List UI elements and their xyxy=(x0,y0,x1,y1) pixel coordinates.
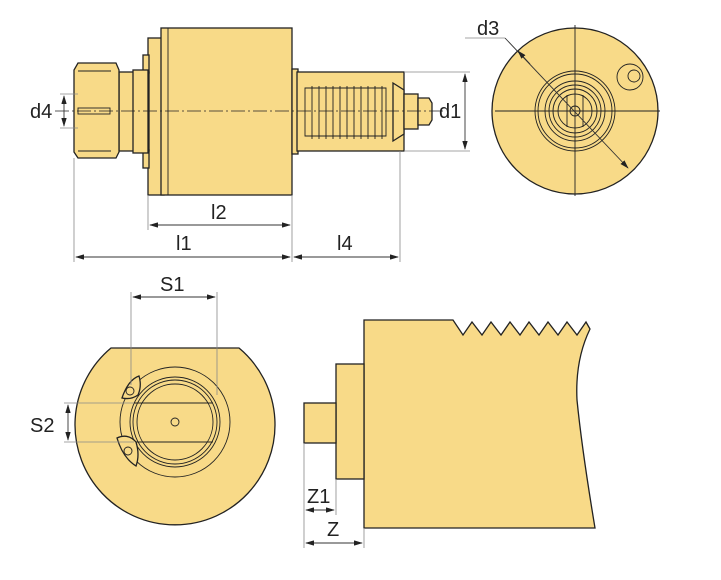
pilot xyxy=(403,93,419,130)
drive-detail-view: Z1 Z xyxy=(303,319,596,548)
drive-shaft xyxy=(296,71,405,152)
housing-body xyxy=(160,27,293,196)
label-l2: l2 xyxy=(211,202,227,224)
label-l4: l4 xyxy=(337,233,353,255)
label-d3: d3 xyxy=(477,18,499,40)
label-l1: l1 xyxy=(176,233,192,255)
collet-nut xyxy=(73,62,120,159)
end-view: S1 S2 xyxy=(30,274,276,526)
front-view: d3 xyxy=(465,18,660,196)
label-d4: d4 xyxy=(30,101,52,123)
side-view xyxy=(55,27,445,196)
label-d1: d1 xyxy=(439,101,461,123)
label-Z: Z xyxy=(327,519,339,541)
label-Z1: Z1 xyxy=(307,486,330,508)
label-S1: S1 xyxy=(160,274,184,296)
label-S2: S2 xyxy=(30,415,54,437)
thread xyxy=(311,86,383,139)
side-view-dimensions: l2 l1 l4 d1 d4 xyxy=(30,71,470,262)
